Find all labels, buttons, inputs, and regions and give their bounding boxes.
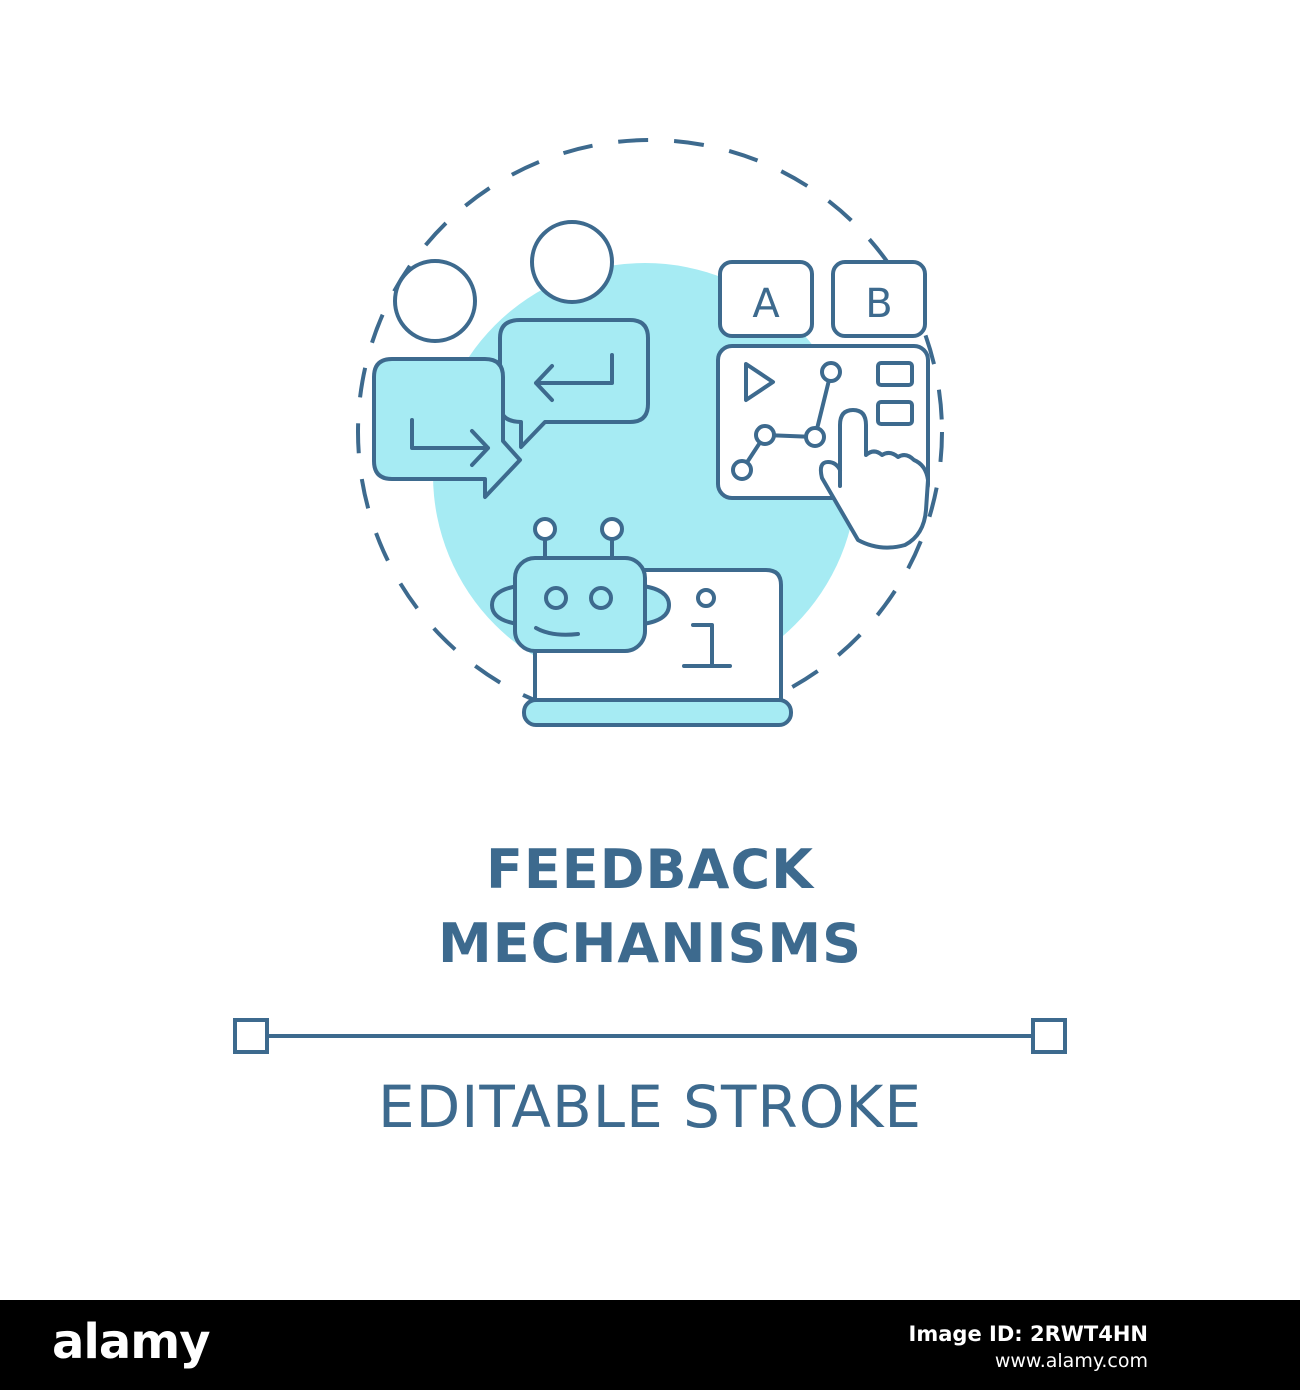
alamy-logo: alamy xyxy=(52,1314,211,1370)
person-front-head xyxy=(393,259,477,343)
editable-stroke-label: EDITABLE STROKE xyxy=(377,1073,923,1141)
option-b-letter: B xyxy=(865,281,892,327)
graph-lines xyxy=(740,370,833,472)
footer-url[interactable]: www.alamy.com xyxy=(994,1350,1148,1372)
feedback-mechanisms-icon: A B xyxy=(356,138,944,727)
info-dot xyxy=(696,588,716,608)
option-b-box xyxy=(831,260,927,338)
graph-point xyxy=(820,361,842,383)
robot-head xyxy=(513,556,647,653)
pointing-hand-icon xyxy=(818,408,930,550)
info-stem-icon xyxy=(682,623,732,668)
bubble-front xyxy=(372,357,522,499)
editable-stroke-rule xyxy=(233,1018,1067,1054)
robot-eye-right xyxy=(589,586,613,610)
person-back-head xyxy=(530,220,614,304)
robot-eye-left xyxy=(544,586,568,610)
graph-point xyxy=(754,424,776,446)
graph-point xyxy=(731,459,753,481)
antenna-left-tip xyxy=(533,517,557,541)
robot-ear-left xyxy=(490,584,520,626)
title-line-1: FEEDBACK xyxy=(486,838,814,901)
antenna-right-tip xyxy=(600,517,624,541)
play-icon xyxy=(744,362,775,402)
graph-point xyxy=(804,426,826,448)
people-chat-icon xyxy=(372,220,650,499)
footer-bar: alamy Image ID: 2RWT4HN www.alamy.com xyxy=(0,1300,1300,1390)
arrow-left xyxy=(534,353,614,402)
robot-laptop-icon xyxy=(490,517,793,727)
image-id: Image ID: 2RWT4HN xyxy=(908,1322,1148,1346)
robot-ear-right xyxy=(641,584,671,626)
robot-smile xyxy=(534,626,580,637)
ab-test-panel-icon xyxy=(716,260,930,550)
option-square-bottom xyxy=(876,400,914,426)
rule-handle-right xyxy=(1031,1018,1067,1054)
option-square-top xyxy=(876,361,914,387)
option-a-box xyxy=(718,260,814,338)
title-line-2: MECHANISMS xyxy=(437,912,863,975)
rule-handle-left xyxy=(233,1018,269,1054)
arrow-right xyxy=(410,418,490,467)
laptop-base xyxy=(522,698,793,727)
option-a-letter: A xyxy=(752,281,780,327)
